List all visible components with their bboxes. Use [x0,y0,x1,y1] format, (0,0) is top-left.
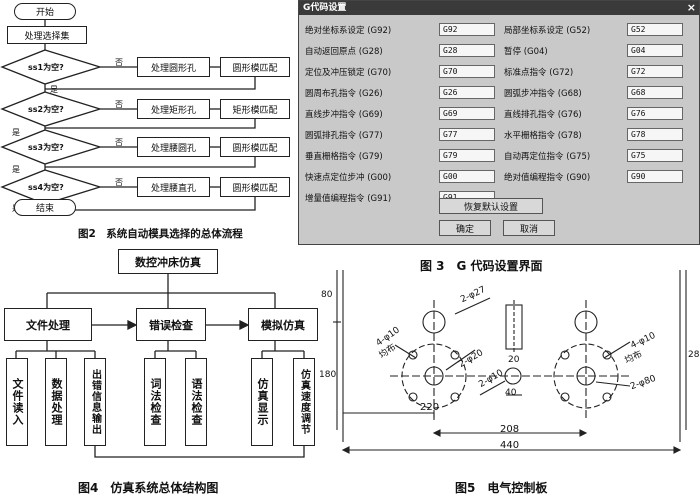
gcode-input-right-1[interactable]: G04 [627,44,683,57]
gcode-label-left-3: 圆周布孔指令 (G26) [305,89,383,99]
flow-q1: ss1为空? [28,63,64,72]
ok-button[interactable]: 确定 [439,220,491,236]
flow-q4: ss4为空? [28,183,64,192]
gcode-label-left-6: 垂直栅格指令 (G79) [305,152,383,162]
flow-start: 开始 [14,3,76,20]
gcode-input-right-2[interactable]: G72 [627,65,683,78]
flow-process-set: 处理选择集 [7,26,87,44]
flow-process-2: 处理矩形孔 [137,99,210,119]
gcode-label-left-5: 圆弧排孔指令 (G77) [305,131,383,141]
gcode-input-right-4[interactable]: G76 [627,107,683,120]
flow-no3: 否 [115,138,123,147]
gcode-label-left-2: 定位及冲压锁定 (G70) [305,68,392,78]
dim-80: 80 [321,290,333,300]
flow-yes3: 是 [12,165,20,174]
leaf-error-output: 出错信息输出 [84,358,106,446]
gcode-label-right-1: 暂停 (G04) [504,47,548,57]
dim-180: 180 [319,370,337,380]
gcode-label-right-6: 自动再定位指令 (G75) [504,152,591,162]
restore-defaults-button[interactable]: 恢复默认设置 [439,198,543,214]
leaf-syntax-check: 语法检查 [185,358,207,446]
flow-match-4: 圆形模匹配 [220,177,290,197]
flow-yes1: 是 [50,85,58,94]
gcode-input-left-0[interactable]: G92 [439,23,495,36]
leaf-file-read: 文件读入 [6,358,28,446]
flow-match-1: 圆形模匹配 [220,57,290,77]
dim-20: 20 [508,355,520,365]
gcode-label-right-0: 局部坐标系设定 (G52) [504,26,591,36]
dialog-titlebar: G代码设置 × [299,1,699,15]
gcode-label-left-0: 绝对坐标系设定 (G92) [305,26,392,36]
panel-drawing [333,270,687,454]
gcode-input-left-1[interactable]: G28 [439,44,495,57]
leaf-data-processing: 数据处理 [45,358,67,446]
gcode-label-right-7: 绝对值编程指令 (G90) [504,173,591,183]
gcode-input-left-7[interactable]: G00 [439,170,495,183]
structure-error-check: 错误检查 [136,308,206,341]
flow-match-3: 圆形模匹配 [220,137,290,157]
gcode-input-right-3[interactable]: G68 [627,86,683,99]
flow-process-1: 处理圆形孔 [137,57,210,77]
structure-simulation: 模拟仿真 [248,308,318,341]
flow-connectors [0,20,256,216]
gcode-label-left-8: 增量值编程指令 (G91) [305,194,392,204]
gcode-input-right-7[interactable]: G90 [627,170,683,183]
close-icon[interactable]: × [686,1,696,14]
fig4-caption: 图4 仿真系统总体结构图 [78,481,219,495]
flow-end: 结束 [14,199,76,216]
leaf-lexical-check: 词法检查 [144,358,166,446]
flow-no4: 否 [115,178,123,187]
flow-process-3: 处理腰圆孔 [137,137,210,157]
gcode-input-right-6[interactable]: G75 [627,149,683,162]
flow-process-4: 处理腰直孔 [137,177,210,197]
gcode-label-right-2: 标准点指令 (G72) [504,68,574,78]
gcode-input-left-5[interactable]: G77 [439,128,495,141]
flow-yes2: 是 [12,128,20,137]
flow-q2: ss2为空? [28,105,64,114]
dim-280: 280 [688,350,700,360]
gcode-label-left-7: 快速点定位步冲 (G00) [305,173,392,183]
fig2-caption: 图2 系统自动模具选择的总体流程 [78,228,243,240]
flow-match-2: 矩形模匹配 [220,99,290,119]
gcode-input-right-0[interactable]: G52 [627,23,683,36]
flow-q3: ss3为空? [28,143,64,152]
gcode-settings-dialog: G代码设置 × 绝对坐标系设定 (G92) G92 自动返回原点 (G28) G28 定… [298,0,700,245]
gcode-input-right-5[interactable]: G78 [627,128,683,141]
leaf-sim-speed: 仿真速度调节 [293,358,315,446]
gcode-input-left-4[interactable]: G69 [439,107,495,120]
dim-40: 40 [505,388,517,398]
structure-connectors [15,274,305,458]
cancel-button[interactable]: 取消 [503,220,555,236]
dim-440: 440 [500,440,520,451]
gcode-input-left-6[interactable]: G79 [439,149,495,162]
dim-208: 208 [500,424,520,435]
gcode-input-left-3[interactable]: G26 [439,86,495,99]
fig3-caption: 图 3 G 代码设置界面 [420,259,543,273]
dialog-title: G代码设置 [303,3,347,13]
flow-no1: 否 [115,58,123,67]
gcode-label-right-3: 圆弧步冲指令 (G68) [504,89,582,99]
gcode-label-left-1: 自动返回原点 (G28) [305,47,383,57]
gcode-label-right-4: 直线排孔指令 (G76) [504,110,582,120]
gcode-label-left-4: 直线步冲指令 (G69) [305,110,383,120]
gcode-input-left-2[interactable]: G70 [439,65,495,78]
gcode-label-right-5: 水平栅格指令 (G78) [504,131,582,141]
fig5-caption: 图5 电气控制板 [455,481,548,495]
leaf-sim-display: 仿真显示 [251,358,273,446]
structure-file-processing: 文件处理 [4,308,92,341]
structure-root: 数控冲床仿真 [118,249,218,274]
flow-no2: 否 [115,100,123,109]
dim-220: 220 [420,402,440,413]
